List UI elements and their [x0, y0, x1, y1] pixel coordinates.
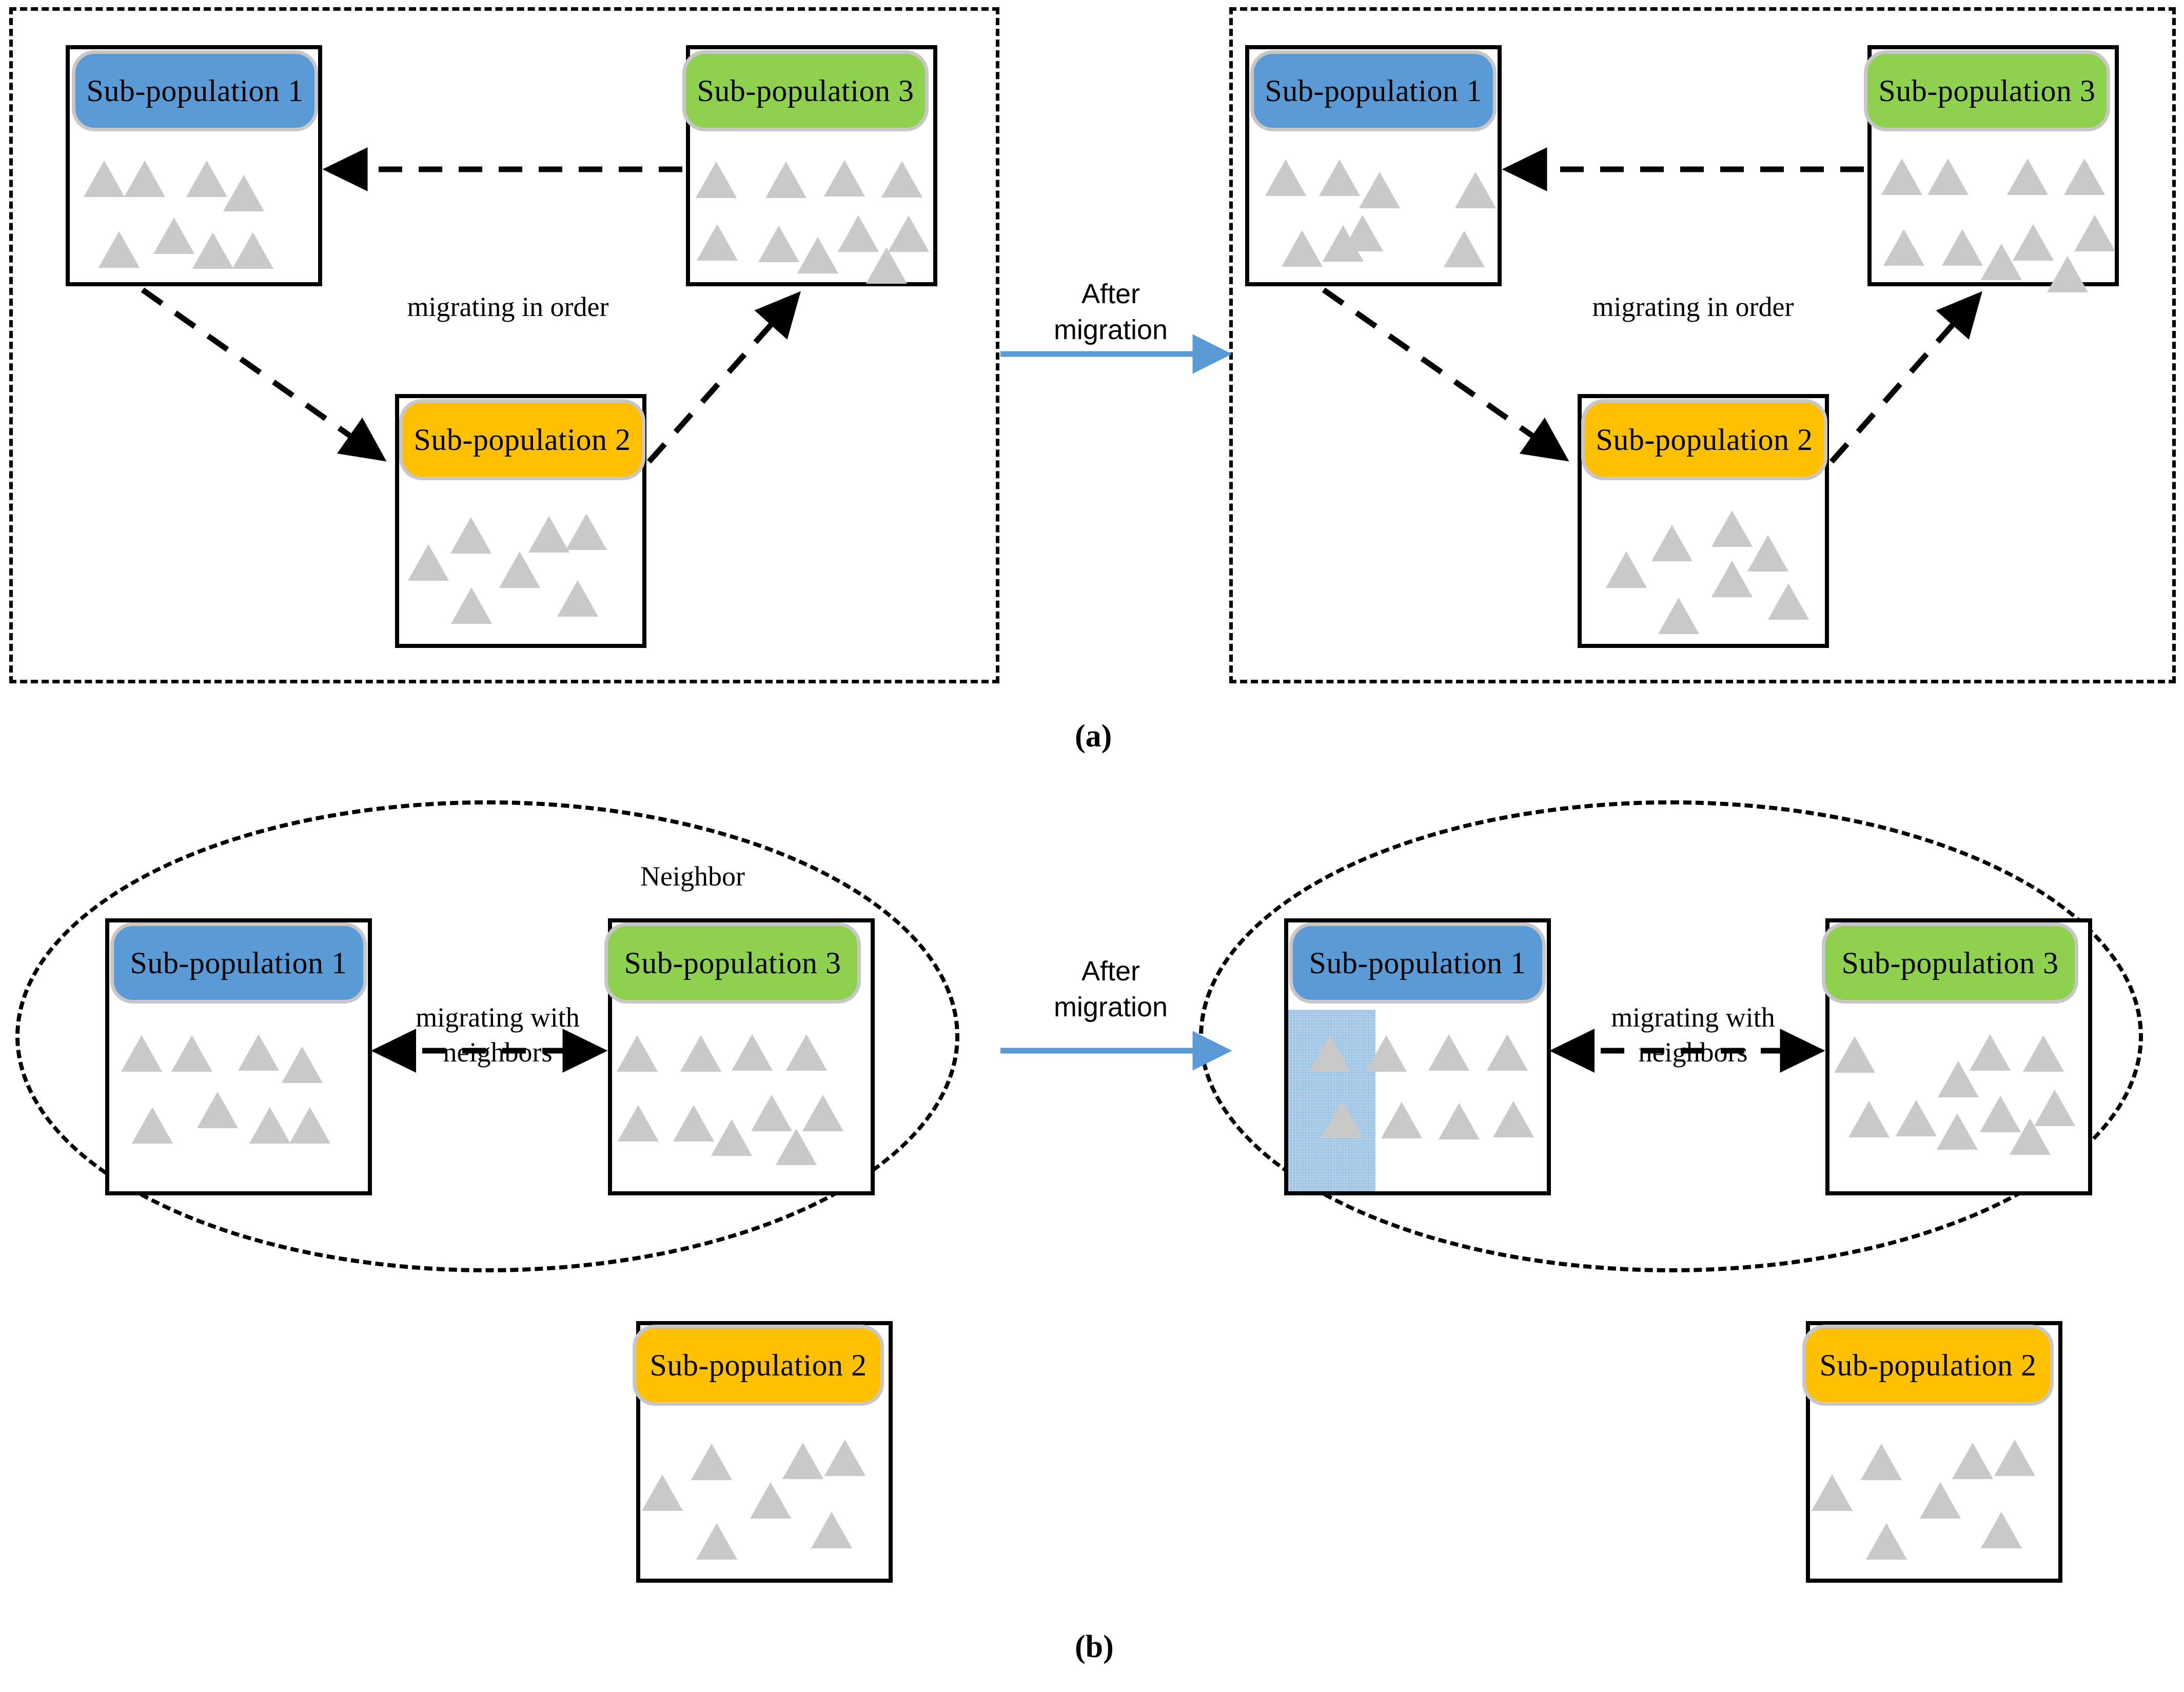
panel-a-after-subpop2-label: Sub-population 2	[1581, 399, 1827, 480]
subpop3-label-text: Sub-population 3	[1878, 74, 2096, 108]
subpop3-label-text: Sub-population 3	[624, 946, 841, 980]
subpop1-label-text: Sub-population 1	[130, 946, 347, 980]
panel-a-after-strategy-label: migrating in order	[1592, 291, 1794, 322]
subpop3-label-text: Sub-population 3	[1841, 946, 2059, 980]
subpop1-label-text: Sub-population 1	[1265, 74, 1482, 108]
panel-b-before-neighborhood	[15, 800, 959, 1272]
panel-b-before-subpop1-label: Sub-population 1	[110, 922, 367, 1004]
panel-b-neighbor-annotation: Neighbor	[640, 861, 745, 892]
subpop1-label-text: Sub-population 1	[1309, 946, 1526, 980]
panel-b-after-strategy-label: migrating with neighbors	[1611, 1002, 1775, 1068]
panel-a-caption: (a)	[1075, 719, 1112, 754]
panel-b-before-subpop3-label: Sub-population 3	[604, 922, 861, 1004]
panel-b-after-subpop3-label: Sub-population 3	[1822, 922, 2078, 1004]
panel-a-before-strategy-label: migrating in order	[407, 291, 609, 322]
subpop2-label-text: Sub-population 2	[1596, 423, 1813, 457]
subpop2-label-text: Sub-population 2	[650, 1348, 867, 1382]
panel-b-after-subpop2-label: Sub-population 2	[1802, 1325, 2054, 1406]
panel-b-caption: (b)	[1075, 1629, 1114, 1664]
subpop2-label-text: Sub-population 2	[414, 423, 631, 457]
panel-b-before-subpop2-label: Sub-population 2	[633, 1325, 884, 1406]
panel-b-after-migration-label: After migration	[1053, 956, 1168, 1023]
panel-a-before-subpop2-label: Sub-population 2	[399, 399, 645, 480]
panel-a-after-migration-label: After migration	[1053, 279, 1168, 346]
panel-b-before-strategy-label: migrating with neighbors	[416, 1002, 580, 1068]
panel-a-after-subpop3-label: Sub-population 3	[1864, 50, 2110, 131]
panel-a-before-subpop1-label: Sub-population 1	[72, 50, 318, 131]
panel-a-before-subpop3-label: Sub-population 3	[682, 50, 929, 131]
panel-a-after-subpop1-label: Sub-population 1	[1250, 50, 1497, 131]
subpop3-label-text: Sub-population 3	[697, 74, 914, 108]
subpop1-label-text: Sub-population 1	[86, 74, 304, 108]
panel-a-before-group	[9, 7, 999, 683]
subpop2-label-text: Sub-population 2	[1819, 1348, 2037, 1382]
panel-b-after-subpop1-label: Sub-population 1	[1289, 922, 1546, 1004]
